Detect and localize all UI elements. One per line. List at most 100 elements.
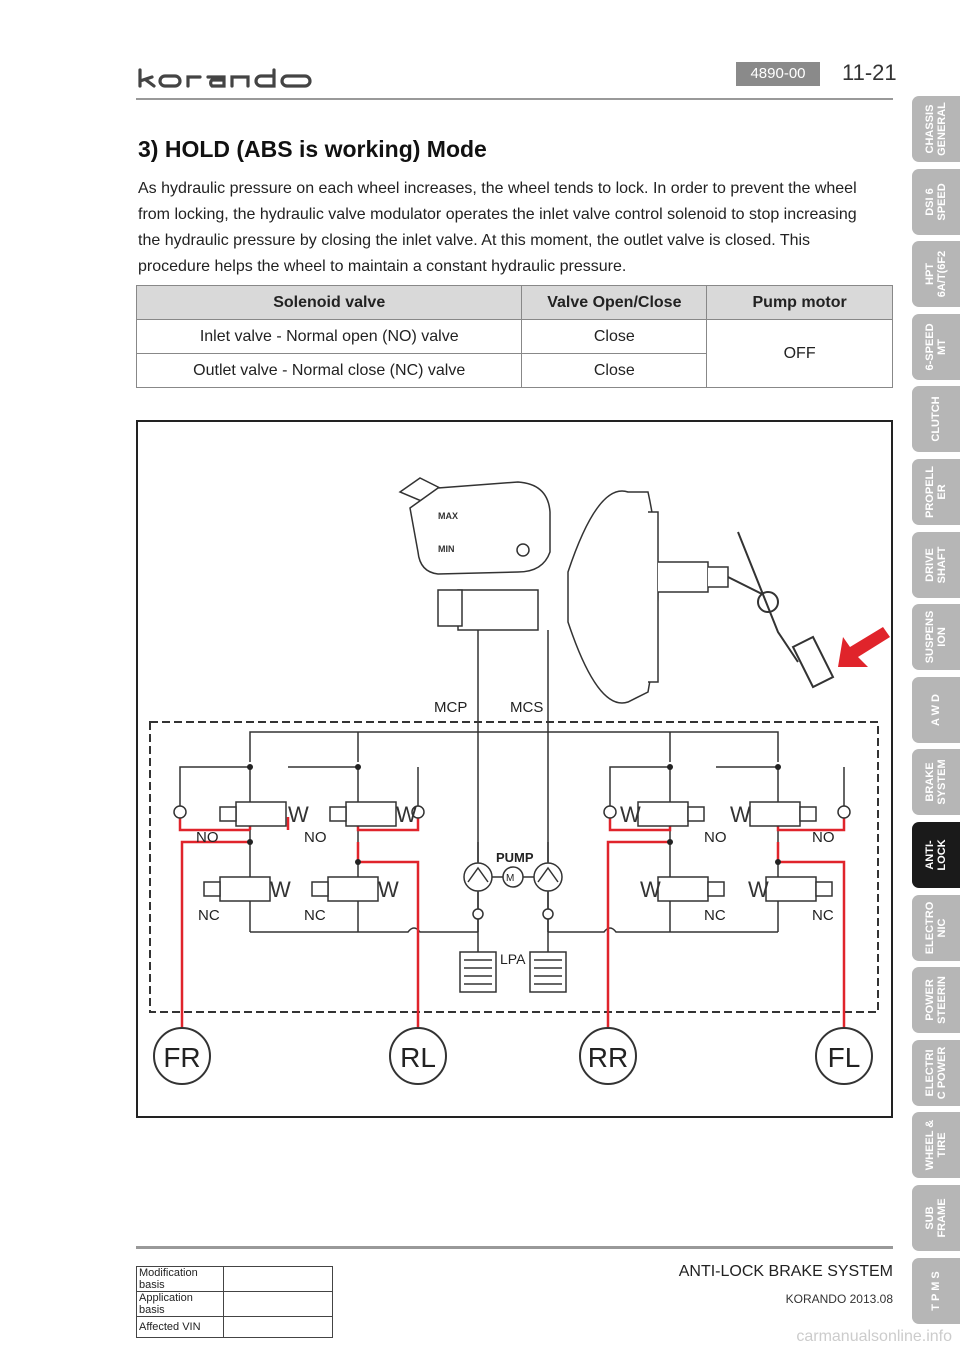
header-valve-open-close: Valve Open/Close xyxy=(521,285,708,320)
chapter-tab-label: SUSPENS ION xyxy=(924,610,948,664)
chapter-tab-label: A W D xyxy=(930,693,942,726)
cell-pump-motor: OFF xyxy=(706,319,893,388)
cell-inlet-state: Close xyxy=(521,319,708,354)
nc-label-rl: NC xyxy=(304,907,326,924)
fluid-reservoir xyxy=(398,477,551,631)
no-label-fl: NO xyxy=(812,829,835,846)
wheel-circles xyxy=(153,1027,873,1085)
motor-label: M xyxy=(506,873,514,884)
valve-table: Solenoid valve Valve Open/Close Pump mot… xyxy=(135,285,893,388)
chapter-tab-label: ELECTRI C POWER xyxy=(924,1046,948,1100)
no-label-rr: NO xyxy=(704,829,727,846)
section-paragraph: As hydraulic pressure on each wheel incr… xyxy=(138,180,857,275)
chapter-tab[interactable]: PROPELL ER xyxy=(912,459,960,525)
doc-code-badge: 4890-00 xyxy=(736,62,820,86)
chapter-tab-label: T P M S xyxy=(930,1270,942,1311)
valve-blocks xyxy=(203,801,833,902)
valve-table-header-row: Solenoid valve Valve Open/Close Pump mot… xyxy=(135,285,893,320)
nc-label-fl: NC xyxy=(812,907,834,924)
spring-w: W xyxy=(730,802,751,827)
spring-w: W xyxy=(270,877,291,902)
wheel-label-fr: FR xyxy=(163,1042,200,1073)
brake-booster xyxy=(567,490,729,704)
table-row: Affected VIN xyxy=(136,1316,333,1338)
watermark: carmanualsonline.info xyxy=(796,1328,952,1345)
reservoir-min-label: MIN xyxy=(438,544,455,554)
chapter-tab[interactable]: DRIVE SHAFT xyxy=(912,531,960,598)
spring-w: W xyxy=(640,877,661,902)
header-pump-motor: Pump motor xyxy=(706,285,893,320)
chapter-tab[interactable]: ELECTRI C POWER xyxy=(912,1039,960,1106)
chapter-tab-label: CHASSIS GENERAL xyxy=(924,102,948,156)
modulator-boundary xyxy=(149,721,879,1013)
nc-label-rr: NC xyxy=(704,907,726,924)
chapter-tab-label: WHEEL & TIRE xyxy=(924,1120,948,1171)
chapter-tab-label: POWER STEERIN xyxy=(924,976,948,1025)
korando-logo xyxy=(138,68,312,88)
modification-basis-value xyxy=(223,1266,333,1292)
low-pressure-accumulators xyxy=(459,951,567,993)
table-row: Application basis xyxy=(136,1291,333,1317)
mcs-label: MCS xyxy=(510,699,543,716)
section-title: 3) HOLD (ABS is working) Mode xyxy=(138,136,487,162)
junction-dots xyxy=(247,764,781,865)
chapter-tab[interactable]: POWER STEERIN xyxy=(912,967,960,1034)
chapter-tab[interactable]: ELECTRO NIC xyxy=(912,894,960,961)
modification-table: Modification basis Application basis Aff… xyxy=(136,1266,333,1338)
affected-vin-value xyxy=(223,1316,333,1338)
circuit-lines xyxy=(179,731,845,952)
chapter-tab[interactable]: HPT 6A/T(6F2 xyxy=(912,241,960,308)
reservoir-max-label: MAX xyxy=(438,511,458,521)
chapter-tab-label: ELECTRO NIC xyxy=(924,901,948,954)
footer-rule xyxy=(136,1246,893,1249)
chapter-tab[interactable]: CHASSIS GENERAL xyxy=(912,96,960,162)
chapter-tab[interactable]: BRAKE SYSTEM xyxy=(912,749,960,816)
lpa-label: LPA xyxy=(500,951,526,967)
page-number: 11-21 xyxy=(842,60,897,85)
spring-w: W xyxy=(396,802,417,827)
chapter-tab[interactable]: 6-SPEED MT xyxy=(912,313,960,380)
spring-w: W xyxy=(748,877,769,902)
footer-model: KORANDO 2013.08 xyxy=(785,1292,893,1306)
chapter-tab-label: BRAKE SYSTEM xyxy=(924,759,948,806)
chapter-tab[interactable]: SUB FRAME xyxy=(912,1185,960,1251)
spring-w: W xyxy=(378,877,399,902)
modification-basis-label: Modification basis xyxy=(136,1266,224,1292)
header-rule xyxy=(136,98,893,100)
brake-pedal xyxy=(727,531,835,689)
footer-system-title: ANTI-LOCK BRAKE SYSTEM xyxy=(678,1263,893,1280)
pump-label: PUMP xyxy=(496,850,534,865)
no-label-rl: NO xyxy=(304,829,327,846)
wheel-label-rl: RL xyxy=(400,1042,436,1073)
active-pressure-lines xyxy=(178,807,846,1032)
cell-outlet-valve: Outlet valve - Normal close (NC) valve xyxy=(135,353,523,388)
chapter-tab[interactable]: T P M S xyxy=(912,1257,960,1324)
pump-unit xyxy=(463,862,563,892)
chapter-tab[interactable]: ANTI- LOCK xyxy=(912,822,960,888)
no-label-fr: NO xyxy=(196,829,219,846)
chapter-tab-label: HPT 6A/T(6F2 xyxy=(924,250,948,298)
check-valves xyxy=(173,805,851,920)
header-solenoid-valve: Solenoid valve xyxy=(135,285,523,320)
pedal-arrow-icon xyxy=(838,627,890,667)
wheel-label-rr: RR xyxy=(588,1042,628,1073)
cell-outlet-state: Close xyxy=(521,353,708,388)
chapter-tab[interactable]: SUSPENS ION xyxy=(912,604,960,671)
table-row: Modification basis xyxy=(136,1266,333,1292)
chapter-tab-label: 6-SPEED MT xyxy=(924,323,948,371)
cell-inlet-valve: Inlet valve - Normal open (NO) valve xyxy=(135,319,523,354)
wheel-label-fl: FL xyxy=(828,1042,861,1073)
chapter-tab[interactable]: A W D xyxy=(912,676,960,743)
spring-w: W xyxy=(288,802,309,827)
application-basis-label: Application basis xyxy=(136,1291,224,1317)
chapter-tab[interactable]: DSI 6 SPEED xyxy=(912,168,960,235)
nc-label-fr: NC xyxy=(198,907,220,924)
application-basis-value xyxy=(223,1291,333,1317)
chapter-tab[interactable]: CLUTCH xyxy=(912,386,960,453)
chapter-tab-label: DRIVE SHAFT xyxy=(924,546,948,583)
chapter-tab-label: ANTI- LOCK xyxy=(924,839,948,871)
spring-symbols: W W W W W W W W xyxy=(270,802,769,902)
chapter-tab[interactable]: WHEEL & TIRE xyxy=(912,1112,960,1179)
table-row: Outlet valve - Normal close (NC) valve C… xyxy=(135,353,893,388)
affected-vin-label: Affected VIN xyxy=(136,1316,224,1338)
